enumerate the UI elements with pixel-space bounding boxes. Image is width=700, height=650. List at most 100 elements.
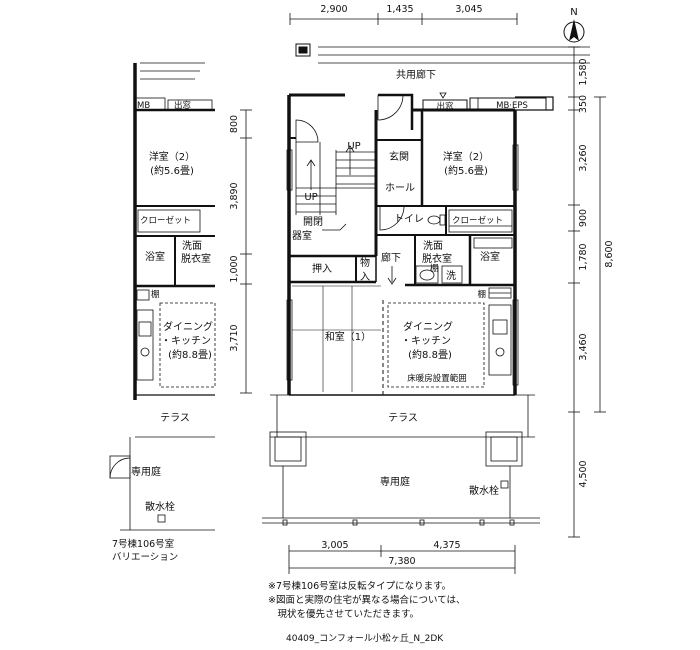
senmen-label-1: 洗面 xyxy=(423,240,443,252)
variant-senmen-label-2: 脱衣室 xyxy=(181,252,211,265)
monoire-label-2: 入 xyxy=(360,272,370,283)
washer-box xyxy=(441,265,463,284)
hall-label: ホール xyxy=(385,182,415,194)
dim-left-4: 3,710 xyxy=(229,324,240,351)
variant-dk-label-3: (約8.8畳) xyxy=(168,348,212,361)
mb-eps-box xyxy=(469,97,547,111)
variant-garden-fence xyxy=(109,437,215,531)
footer-caption: 40409_コンフォール小松ヶ丘_N_2DK xyxy=(286,634,444,644)
staircase xyxy=(295,119,376,231)
floor-heating-area xyxy=(387,302,485,388)
variant-faucet-label: 散水栓 xyxy=(145,500,175,513)
hall-door xyxy=(379,205,405,231)
variant-caption-line-1: 7号棟106号室 xyxy=(112,539,175,550)
dk-label-3: (約8.8畳) xyxy=(408,348,452,361)
dim-left-1: 800 xyxy=(229,115,240,133)
shelf-label: 棚 xyxy=(430,263,439,274)
down-arrow-icon xyxy=(387,266,397,285)
genkan-label: 玄関 xyxy=(389,150,409,163)
variant-kitchen-counter xyxy=(136,289,154,381)
dim-bottom-total: 7,380 xyxy=(388,556,415,567)
main-unit-walls xyxy=(287,93,554,396)
demado-window xyxy=(422,99,468,112)
senmen-label-2: 脱衣室 xyxy=(422,252,452,265)
monoire-label-1: 物 xyxy=(360,256,370,269)
down-arrow-icon xyxy=(439,92,447,99)
variant-senmen-label-1: 洗面 xyxy=(182,240,202,252)
youshitsu-size: (約5.6畳) xyxy=(444,164,488,177)
top-dimension-line xyxy=(289,13,518,25)
dim-right-2: 350 xyxy=(578,95,589,113)
notes-block: ※7号棟106号室は反転タイプになります。 ※図面と実際の住宅が異なる場合につい… xyxy=(268,580,466,622)
dk-shelf-label: 棚 xyxy=(477,289,486,300)
window-marks xyxy=(286,144,519,386)
variant-corridor-lines xyxy=(140,62,205,80)
north-compass-icon xyxy=(563,19,585,43)
youshitsu-label: 洋室（2） xyxy=(443,150,489,163)
dk-shelf xyxy=(488,287,512,299)
faucet-icon xyxy=(500,480,509,489)
variant-dk-label-1: ダイニング xyxy=(163,320,213,333)
variant-terrace-label: テラス xyxy=(160,412,190,424)
dim-left-2: 3,890 xyxy=(229,182,240,209)
demado-label: 出窓 xyxy=(436,101,454,112)
front-door xyxy=(377,94,404,121)
rouka-label: 廊下 xyxy=(381,251,401,264)
note-line-3: 現状を優先させていただきます。 xyxy=(268,609,420,620)
variant-youshitsu-size: (約5.6畳) xyxy=(150,164,194,177)
dk-label-2: ・キッチン xyxy=(401,335,451,347)
corridor-post xyxy=(295,43,311,57)
note-line-2: ※図面と実際の住宅が異なる場合については、 xyxy=(268,595,466,606)
variant-bath-label: 浴室 xyxy=(145,250,165,263)
faucet-label: 散水栓 xyxy=(469,484,499,497)
variant-caption-line-2: バリエーション xyxy=(112,552,179,563)
variant-unit-walls xyxy=(133,63,215,438)
washitsu-label: 和室（1） xyxy=(325,330,371,343)
variant-floor-heating-area xyxy=(159,302,216,388)
kitchen-counter xyxy=(488,304,512,376)
closet-label: クローゼット xyxy=(452,215,503,226)
corridor-lines xyxy=(318,46,590,64)
variant-faucet-icon xyxy=(157,514,166,523)
stair-up-label-1: UP xyxy=(347,141,360,152)
kaiheiki-label-2: 器室 xyxy=(292,229,312,242)
washer-label: 洗 xyxy=(446,270,456,282)
corridor-label: 共用廊下 xyxy=(396,68,436,81)
variant-shelf-label: 棚 xyxy=(151,289,160,300)
dim-right-7: 4,500 xyxy=(578,460,589,487)
dim-right-3: 3,260 xyxy=(578,144,589,171)
dim-right-4: 900 xyxy=(578,209,589,227)
right-dimension-line xyxy=(568,46,606,538)
variant-garden-label: 専用庭 xyxy=(131,465,161,478)
variant-mb-label: MB xyxy=(137,101,150,111)
dim-bottom-1: 3,005 xyxy=(321,540,348,551)
mb-eps-label: MB·EPS xyxy=(496,101,528,111)
kaiheiki-label-1: 開閉 xyxy=(303,216,323,228)
garden-label: 専用庭 xyxy=(380,475,410,488)
dim-right-6: 3,460 xyxy=(578,333,589,360)
dim-right-total: 8,600 xyxy=(604,240,615,267)
variant-closet-box xyxy=(137,209,201,233)
bathtub-icon xyxy=(473,237,513,249)
tatami-lines xyxy=(292,285,381,392)
dk-label-1: ダイニング xyxy=(403,320,453,333)
bath-label: 浴室 xyxy=(480,250,500,263)
floor-heating-label: 床暖房設置範囲 xyxy=(407,373,467,384)
dim-bottom-2: 4,375 xyxy=(433,540,460,551)
toilet-icon xyxy=(427,214,446,226)
note-line-1: ※7号棟106号室は反転タイプになります。 xyxy=(268,581,452,592)
variant-mb-box xyxy=(134,97,213,111)
variant-demado-label: 出窓 xyxy=(174,100,192,111)
terrace-label: テラス xyxy=(388,412,418,424)
stair-up-label-2: UP xyxy=(304,192,317,203)
variant-youshitsu-label: 洋室（2） xyxy=(149,150,195,163)
dim-top-3: 3,045 xyxy=(455,4,482,15)
dim-top-2: 1,435 xyxy=(386,4,413,15)
dim-top-1: 2,900 xyxy=(320,4,347,15)
dim-right-5: 1,780 xyxy=(578,243,589,270)
dim-left-3: 1,000 xyxy=(229,255,240,282)
variant-caption: 7号棟106号室 バリエーション xyxy=(112,538,178,564)
washbasin-icon xyxy=(415,265,439,284)
left-dimension-line xyxy=(240,109,252,394)
